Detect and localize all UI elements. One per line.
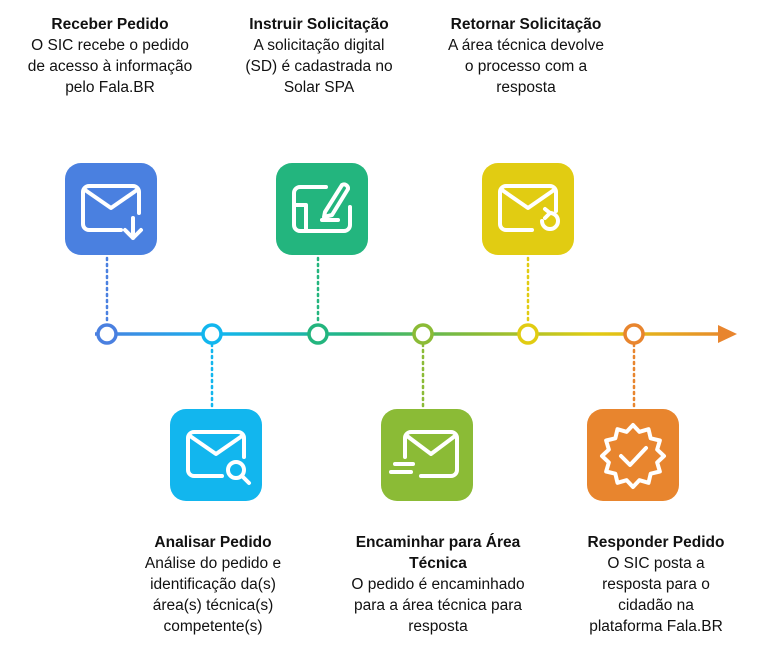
step-desc-line: plataforma Fala.BR — [589, 618, 723, 635]
timeline-node — [201, 323, 223, 345]
mail-search-icon — [170, 409, 262, 501]
badge-check-icon — [587, 409, 679, 501]
step-title-line: Técnica — [409, 555, 467, 572]
step-encaminhar-area-tecnica-text: Encaminhar para Área Técnica O pedido é … — [323, 532, 553, 637]
step-desc-line: resposta para o — [602, 576, 710, 593]
mail-edit-icon — [276, 163, 368, 255]
step-desc-line: (SD) é cadastrada no — [245, 58, 393, 75]
step-desc-line: cidadão na — [618, 597, 694, 614]
step-title: Analisar Pedido — [154, 534, 272, 551]
step-desc-line: A solicitação digital — [253, 37, 385, 54]
timeline-arrowhead — [718, 325, 737, 343]
step-title: Retornar Solicitação — [450, 16, 602, 33]
step-desc-line: identificação da(s) — [150, 576, 276, 593]
timeline-node — [96, 323, 118, 345]
step-analisar-pedido-text: Analisar Pedido Análise do pedido e iden… — [113, 532, 313, 637]
step-desc-line: O SIC posta a — [607, 555, 705, 572]
timeline-node — [307, 323, 329, 345]
step-desc-line: o processo com a — [464, 58, 588, 75]
step-desc-line: A área técnica devolve — [448, 37, 604, 54]
step-desc-line: Análise do pedido e — [144, 555, 282, 572]
step-instruir-solicitacao-text: Instruir Solicitação A solicitação digit… — [219, 14, 419, 98]
step-title: Receber Pedido — [51, 16, 169, 33]
mail-return-icon — [482, 163, 574, 255]
step-title: Responder Pedido — [587, 534, 725, 551]
step-desc-line: resposta — [408, 618, 468, 635]
step-retornar-solicitacao-text: Retornar Solicitação A área técnica devo… — [426, 14, 626, 98]
step-desc-line: pelo Fala.BR — [65, 79, 155, 96]
step-desc-line: O SIC recebe o pedido — [31, 37, 189, 54]
timeline-node — [412, 323, 434, 345]
step-desc-line: Solar SPA — [283, 79, 355, 96]
step-desc-line: competente(s) — [163, 618, 263, 635]
step-desc-line: resposta — [496, 79, 556, 96]
step-desc-line: para a área técnica para — [353, 597, 523, 614]
timeline-node — [517, 323, 539, 345]
mail-download-icon — [65, 163, 157, 255]
step-desc-line: de acesso à informação — [27, 58, 193, 75]
timeline-node — [623, 323, 645, 345]
step-title-line: Encaminhar para Área — [355, 534, 521, 551]
step-title: Instruir Solicitação — [249, 16, 389, 33]
step-desc-line: área(s) técnica(s) — [152, 597, 274, 614]
step-receber-pedido-text: Receber Pedido O SIC recebe o pedido de … — [10, 14, 210, 98]
mail-send-icon — [381, 409, 473, 501]
step-responder-pedido-text: Responder Pedido O SIC posta a resposta … — [556, 532, 756, 637]
step-desc-line: O pedido é encaminhado — [351, 576, 525, 593]
